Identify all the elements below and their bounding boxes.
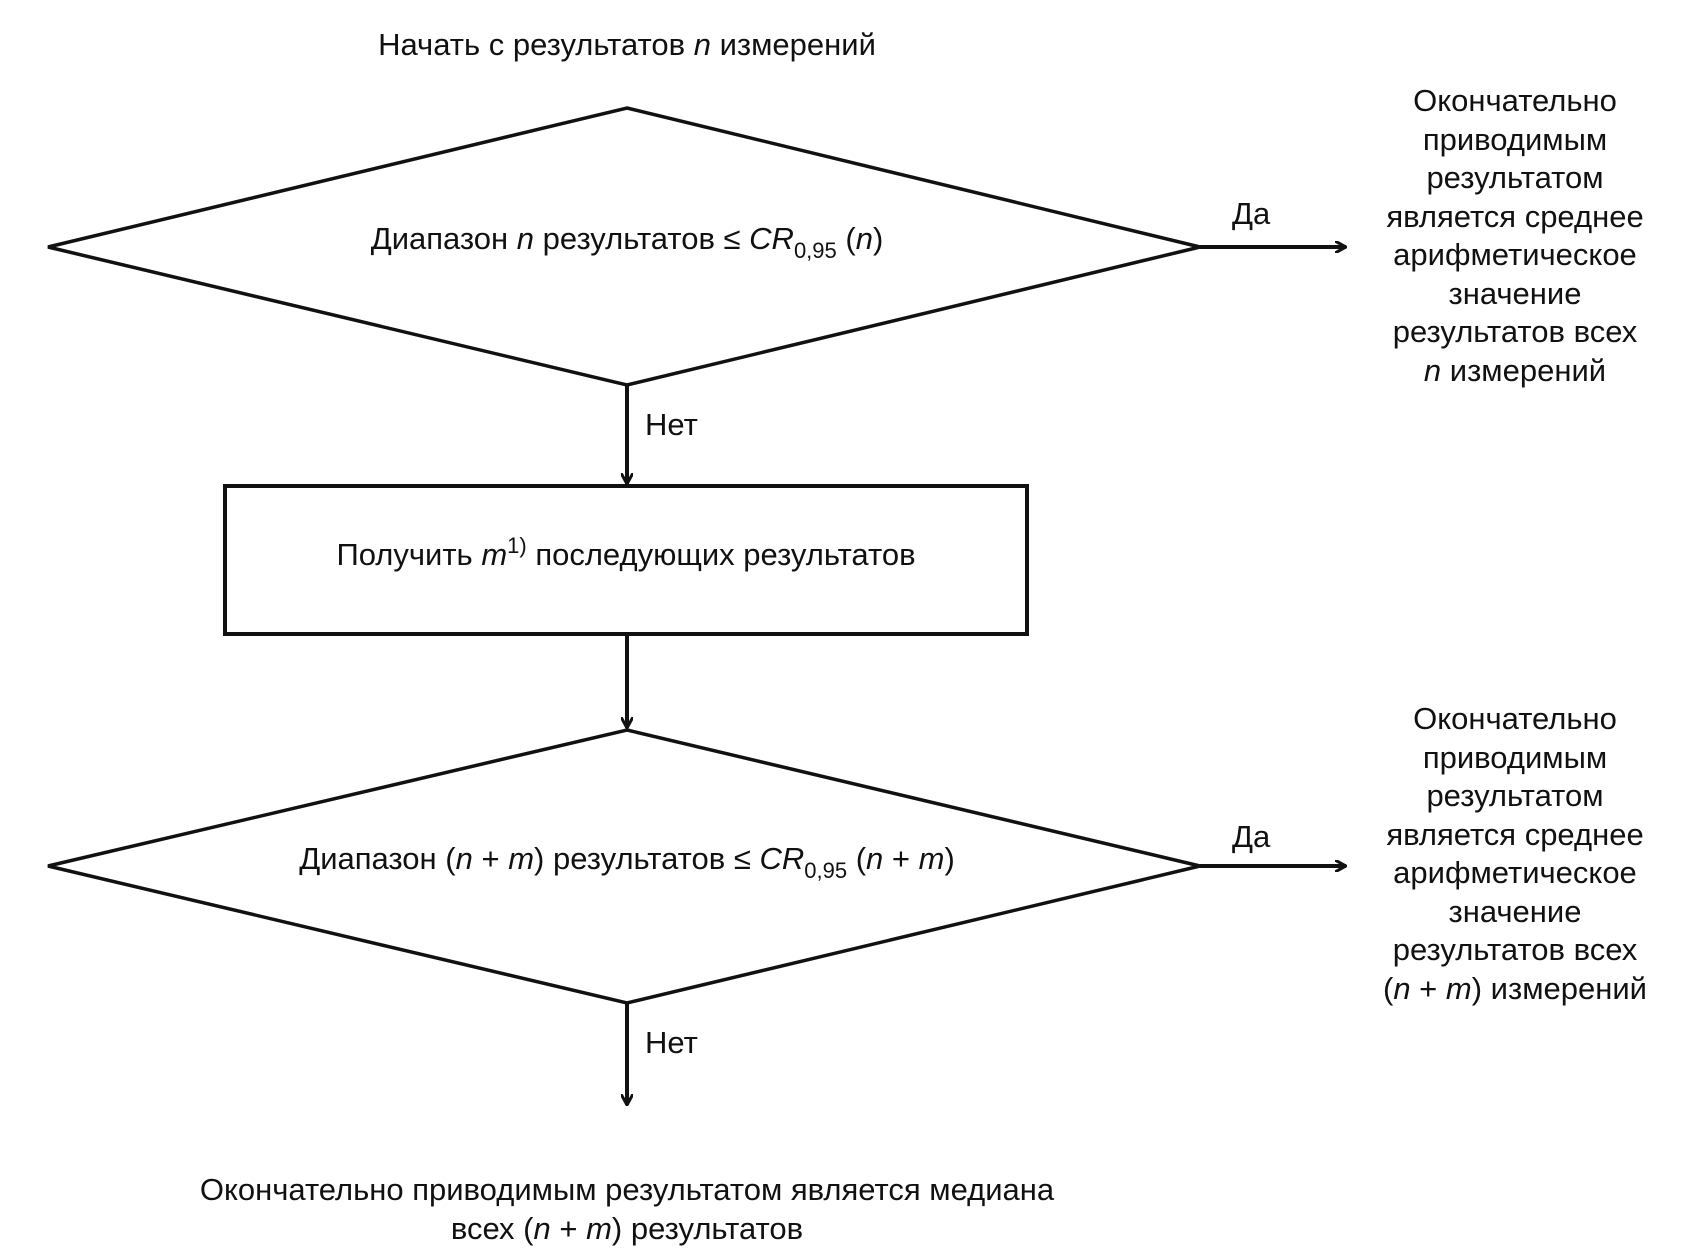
decision-2-label: Диапазон (n + m) результатов ≤ CR0,95 (n… — [299, 841, 955, 883]
result-2-line: значение — [1448, 893, 1582, 929]
result-1-text: Окончательно приводимым результатом явля… — [1350, 82, 1680, 390]
result-1-line: результатов всех — [1392, 314, 1638, 349]
start-label: Начать с результатов n измерений — [378, 27, 876, 62]
result-1-line: результатом — [1426, 160, 1604, 195]
decision-2-yes-label: Да — [1232, 819, 1271, 854]
decision-1-label: Диапазон n результатов ≤ CR0,95 (n) — [370, 221, 884, 263]
process-label: Получить m1) последующих результатов — [336, 533, 916, 572]
decision-1-yes-label: Да — [1232, 196, 1271, 231]
result-2-last-line: (n + m) измерений — [1382, 970, 1647, 1006]
result-1-line: арифметическое — [1393, 237, 1637, 272]
result-2-line: арифметическое — [1393, 855, 1637, 890]
result-1-line: является среднее — [1386, 198, 1644, 234]
result-1-line: приводимым — [1422, 121, 1608, 157]
result-2-text: Окончательно приводимым результатом явля… — [1350, 700, 1680, 1008]
decision-2-no-label: Нет — [645, 1025, 698, 1060]
result-2-line: является среднее — [1386, 816, 1644, 852]
result-2-line: приводимым — [1422, 739, 1608, 775]
final-result-text: Окончательно приводимым результатом явля… — [127, 1171, 1127, 1248]
result-2-line: Окончательно — [1413, 701, 1617, 736]
final-line-1: Окончательно приводимым результатом явля… — [199, 1172, 1055, 1207]
result-1-line: значение — [1448, 275, 1582, 311]
decision-1-no-label: Нет — [645, 407, 698, 442]
result-1-last-line: n измерений — [1423, 352, 1607, 388]
result-1-line: Окончательно — [1413, 83, 1617, 118]
final-line-2: всех (n + m) результатов — [450, 1210, 804, 1246]
result-2-line: результатов всех — [1392, 932, 1638, 967]
result-2-line: результатом — [1426, 778, 1604, 813]
